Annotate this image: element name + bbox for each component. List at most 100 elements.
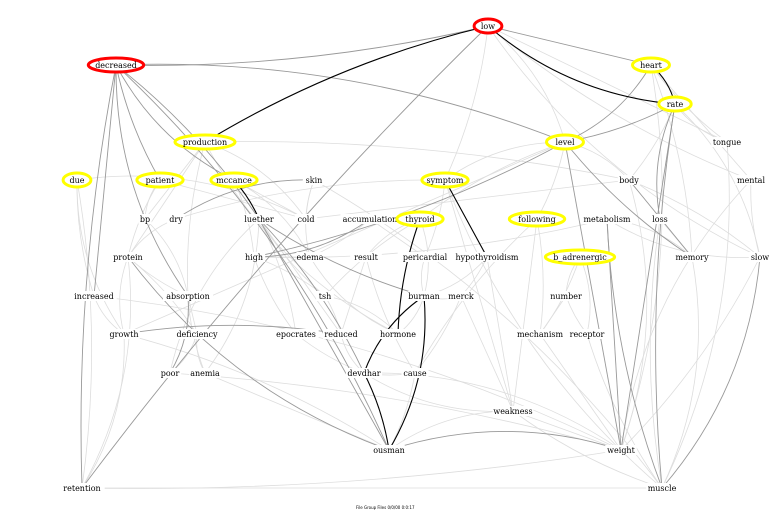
node-reduced[interactable]: reduced (322, 329, 360, 339)
node-thyroid[interactable]: thyroid (395, 210, 445, 228)
node-dry[interactable]: dry (167, 214, 185, 224)
node-ousman-label-bg (373, 445, 405, 455)
node-b_adrenergic[interactable]: b_adrenergic (543, 248, 617, 266)
node-pericardial[interactable]: pericardial (397, 252, 453, 262)
node-production-highlight-ring (173, 133, 237, 151)
node-decreased[interactable]: decreased (86, 56, 146, 74)
edge-rate-loss (656, 103, 676, 220)
node-increased-label-bg (71, 291, 117, 301)
node-merck-label-bg (447, 291, 475, 301)
node-loss-label-bg (648, 214, 672, 224)
node-bp[interactable]: bp (138, 214, 152, 224)
node-epocrates[interactable]: epocrates (273, 329, 319, 339)
node-receptor[interactable]: receptor (566, 329, 608, 339)
node-weight[interactable]: weight (605, 445, 637, 455)
node-following[interactable]: following (507, 210, 567, 228)
node-loss[interactable]: loss (648, 214, 672, 224)
node-memory[interactable]: memory (675, 252, 709, 262)
node-patient[interactable]: patient (135, 171, 185, 189)
node-level[interactable]: level (545, 133, 585, 151)
edge-production-absorption (187, 141, 206, 297)
node-cold[interactable]: cold (294, 214, 318, 224)
edge-decreased-ousman (115, 64, 390, 451)
node-cause-label-bg (401, 368, 429, 378)
node-poor[interactable]: poor (158, 368, 182, 378)
node-growth[interactable]: growth (108, 329, 140, 339)
node-tsh[interactable]: tsh (316, 291, 334, 301)
node-hormone[interactable]: hormone (379, 329, 416, 339)
node-slow-label: slow (751, 253, 769, 262)
node-luether-label-bg (240, 214, 278, 224)
node-skin-label-bg (302, 175, 326, 185)
node-metabolism-label: metabolism (583, 215, 630, 224)
node-weakness-label-bg (492, 406, 534, 416)
node-deficiency[interactable]: deficiency (172, 329, 222, 339)
node-anemia[interactable]: anemia (189, 368, 221, 378)
node-slow[interactable]: slow (748, 252, 772, 262)
node-result[interactable]: result (350, 252, 382, 262)
edge-muscle-slow (661, 256, 761, 489)
edge-following-mechanism (536, 218, 544, 335)
node-symptom[interactable]: symptom (420, 171, 470, 189)
edge-protein-growth (119, 256, 129, 335)
node-rate[interactable]: rate (657, 95, 693, 113)
node-muscle[interactable]: muscle (646, 483, 678, 493)
node-devdhar-label: devdhar (347, 369, 380, 378)
node-tsh-label: tsh (319, 292, 331, 301)
node-production[interactable]: production (173, 133, 237, 151)
node-anemia-label-bg (189, 368, 221, 378)
node-protein-label: protein (113, 253, 142, 262)
node-high[interactable]: high (242, 252, 266, 262)
node-luether[interactable]: luether (240, 214, 278, 224)
edge-metabolism-slow (606, 218, 761, 258)
node-epocrates-label: epocrates (276, 330, 316, 339)
edge-body-slow (628, 179, 761, 258)
node-low[interactable]: low (472, 17, 504, 35)
node-cause[interactable]: cause (401, 368, 429, 378)
node-merck[interactable]: merck (447, 291, 475, 301)
edge-luether-poor (169, 218, 260, 374)
node-retention[interactable]: retention (59, 483, 105, 493)
node-protein[interactable]: protein (109, 252, 147, 262)
edge-low-mental (487, 25, 752, 181)
node-burman[interactable]: burman (408, 291, 440, 301)
node-memory-label: memory (675, 253, 709, 262)
node-skin-label: skin (306, 176, 323, 185)
node-edema[interactable]: edema (296, 252, 324, 262)
edge-number-mechanism (539, 295, 567, 335)
node-growth-label-bg (108, 329, 140, 339)
node-body-label-bg (617, 175, 641, 185)
node-cause-label: cause (403, 369, 427, 378)
node-metabolism[interactable]: metabolism (582, 214, 632, 224)
node-devdhar[interactable]: devdhar (345, 368, 383, 378)
edge-high-tsh (253, 256, 326, 297)
node-number[interactable]: number (550, 291, 582, 301)
edge-level-following (536, 141, 566, 220)
edge-growth-ousman (123, 333, 390, 451)
node-skin[interactable]: skin (302, 175, 326, 185)
node-ousman[interactable]: ousman (373, 445, 405, 455)
node-due[interactable]: due (61, 171, 93, 189)
node-tongue[interactable]: tongue (711, 137, 743, 147)
node-mccance-label: mccance (216, 176, 252, 185)
node-mccance[interactable]: mccance (209, 171, 259, 189)
edge-reduced-devdhar (340, 333, 365, 374)
node-mechanism[interactable]: mechanism (517, 329, 564, 339)
node-absorption-label-bg (163, 291, 213, 301)
node-mental[interactable]: mental (735, 175, 767, 185)
node-high-label: high (245, 253, 263, 262)
node-heart[interactable]: heart (631, 56, 671, 74)
edge-increased-weight (93, 295, 622, 451)
node-rate-highlight-ring (657, 95, 693, 113)
node-hypothyroidism[interactable]: hypothyroidism (452, 252, 522, 262)
node-absorption[interactable]: absorption (163, 291, 213, 301)
node-weakness[interactable]: weakness (492, 406, 534, 416)
node-weight-label-bg (605, 445, 637, 455)
node-increased[interactable]: increased (71, 291, 117, 301)
node-body[interactable]: body (617, 175, 641, 185)
node-mccance-highlight-ring (209, 171, 259, 189)
edge-low-heart (487, 25, 652, 66)
edge-production-hormone (204, 141, 399, 335)
node-accumulation[interactable]: accumulation (340, 214, 400, 224)
node-due-label: due (69, 176, 84, 185)
